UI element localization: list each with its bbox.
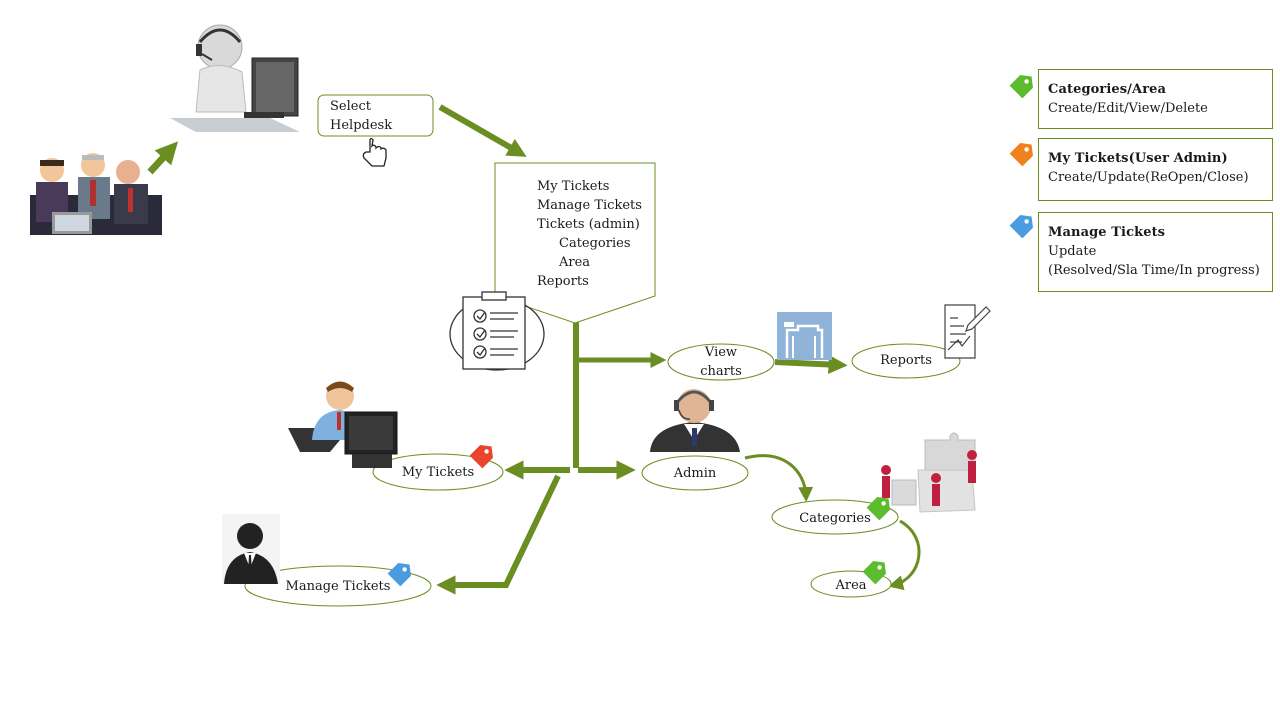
user-at-computer-icon	[288, 381, 398, 468]
select-label-line2: Helpdesk	[330, 118, 393, 133]
node-manage-tickets	[244, 565, 432, 607]
legend-line: Create/Update(ReOpen/Close)	[1048, 170, 1249, 185]
team-of-users-icon	[30, 153, 162, 235]
legend-title: Manage Tickets	[1048, 225, 1166, 240]
admin-label: Admin	[673, 466, 717, 481]
node-my-tickets	[372, 453, 504, 491]
node-categories	[771, 499, 899, 535]
node-admin	[641, 455, 749, 491]
report-document-icon	[944, 304, 991, 359]
area-label: Area	[835, 578, 867, 593]
my-tickets-label: My Tickets	[401, 465, 475, 480]
helpdesk-operator-icon	[170, 24, 300, 132]
arrow-select-to-menu	[438, 104, 527, 157]
legend-my-tickets: My Tickets(User Admin) Create/Update(ReO…	[1038, 138, 1273, 201]
menu-item-my-tickets: My Tickets	[537, 179, 610, 194]
admin-headset-icon	[650, 389, 740, 452]
menu-items-list: My Tickets Manage Tickets Tickets (admin…	[537, 177, 642, 291]
view-charts-label: View charts	[691, 343, 751, 381]
legend-manage-tickets: Manage Tickets Update (Resolved/Sla Time…	[1038, 212, 1273, 292]
connectors	[147, 104, 921, 595]
legend-title: My Tickets(User Admin)	[1048, 151, 1228, 166]
price-tag-icon	[1009, 138, 1038, 167]
manager-icon	[222, 514, 280, 584]
arrow-view-charts-to-reports	[774, 354, 848, 375]
select-helpdesk-label: Select Helpdesk	[330, 97, 392, 135]
menu-box	[494, 162, 656, 324]
view-charts-line1: View	[704, 345, 738, 360]
legend-categories-area: Categories/Area Create/Edit/View/Delete	[1038, 69, 1273, 129]
curve-categories-to-area	[888, 519, 921, 591]
categories-label: Categories	[799, 511, 871, 526]
node-reports	[851, 343, 961, 379]
node-view-charts	[667, 343, 775, 381]
manage-tickets-label: Manage Tickets	[285, 579, 391, 594]
checklist-icon	[449, 291, 545, 371]
legend-line: Update	[1048, 244, 1097, 259]
select-label-line1: Select	[330, 99, 371, 114]
chart-presentation-icon	[777, 312, 832, 360]
curve-admin-to-categories	[744, 454, 814, 502]
menu-item-area: Area	[559, 255, 591, 270]
menu-item-reports: Reports	[537, 274, 589, 289]
legend-line: Create/Edit/View/Delete	[1048, 101, 1208, 116]
reports-label: Reports	[880, 353, 932, 368]
select-helpdesk-box	[317, 94, 434, 137]
puzzle-team-icon	[881, 432, 977, 513]
menu-item-categories: Categories	[559, 236, 631, 251]
legend-line: (Resolved/Sla Time/In progress)	[1048, 263, 1260, 278]
menu-item-manage-tickets: Manage Tickets	[537, 198, 642, 213]
price-tag-icon	[1009, 210, 1038, 239]
hand-cursor-icon	[362, 137, 387, 167]
arrow-team-to-operator	[147, 141, 179, 175]
branch-to-manage-tickets	[436, 474, 561, 595]
price-tag-icon	[1009, 70, 1038, 99]
menu-item-tickets-admin: Tickets (admin)	[537, 217, 640, 232]
legend-title: Categories/Area	[1048, 82, 1167, 97]
view-charts-line2: charts	[700, 364, 742, 379]
